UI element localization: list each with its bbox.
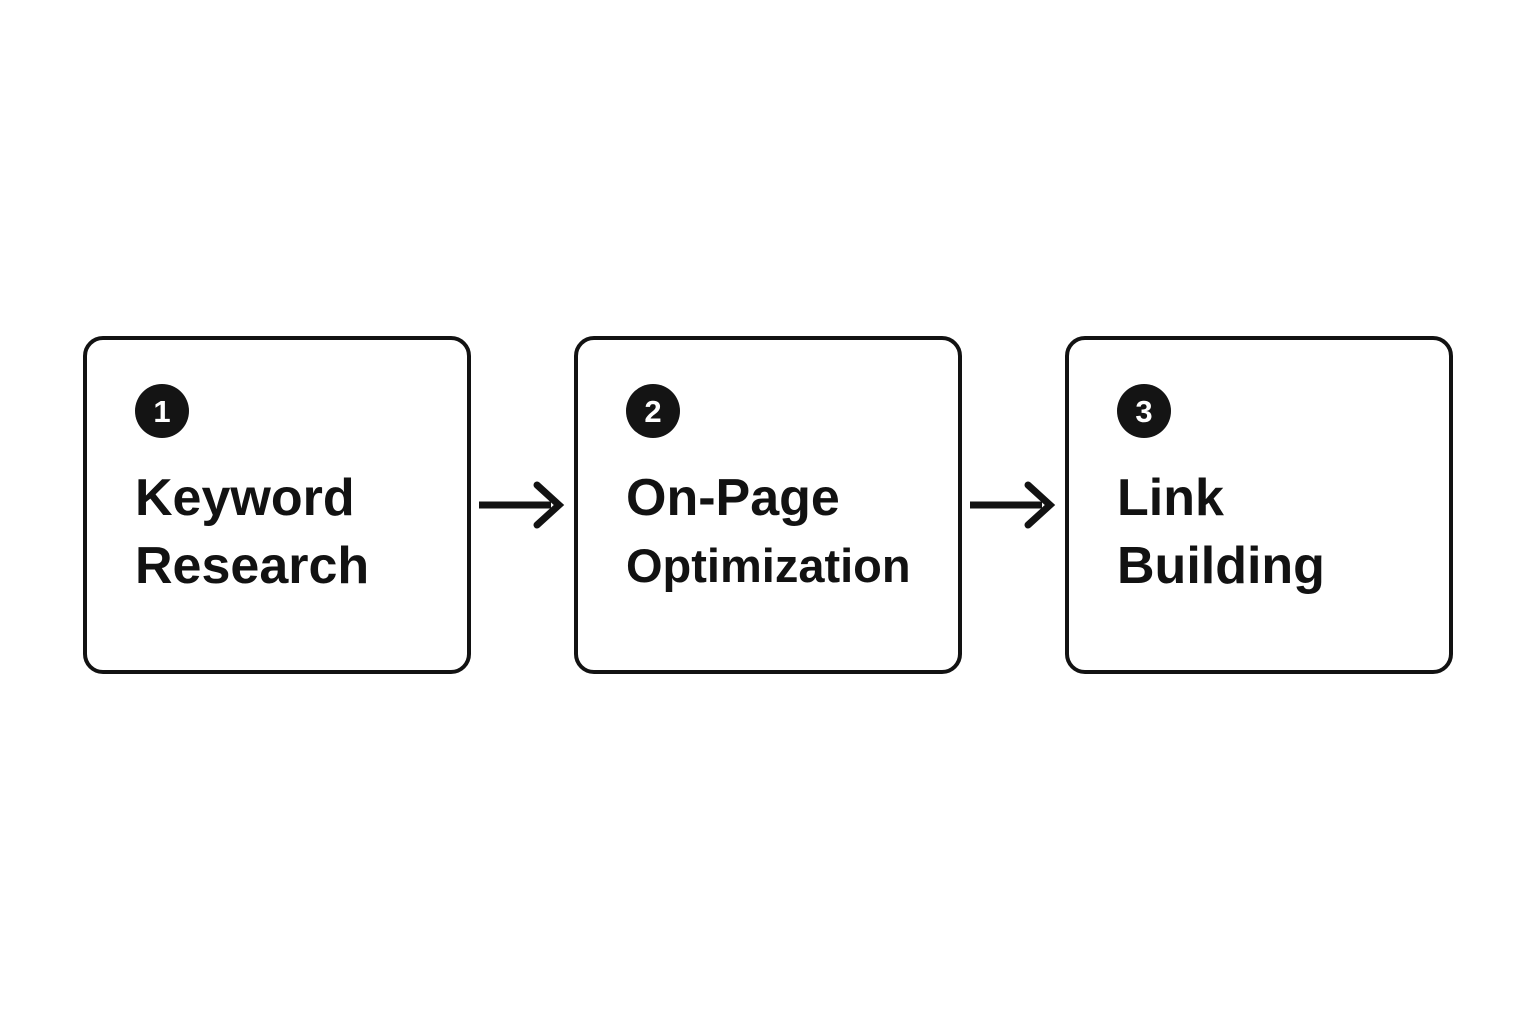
arrow-right-icon [968,479,1060,531]
step-label-3-line2: Building [1117,537,1325,595]
step-label-2: On-Page Optimization [626,464,928,600]
step-label-1-line2: Research [135,537,370,595]
process-step-2[interactable]: 2 On-Page Optimization [574,336,962,674]
step-label-3: Link Building [1117,464,1419,600]
step-number-3: 3 [1135,393,1153,429]
step-label-1-line1: Keyword [135,469,355,527]
step-label-2-line2: Optimization [626,539,911,592]
arrow-right-icon [477,479,569,531]
step-label-3-line1: Link [1117,469,1224,527]
step-label-1: Keyword Research [135,464,437,600]
connector-2-to-3 [962,479,1065,531]
process-step-1[interactable]: 1 Keyword Research [83,336,471,674]
step-number-1: 1 [153,393,171,429]
connector-1-to-2 [471,479,574,531]
process-step-3[interactable]: 3 Link Building [1065,336,1453,674]
step-number-badge-2: 2 [626,384,680,438]
step-number-badge-3: 3 [1117,384,1171,438]
step-number-badge-1: 1 [135,384,189,438]
step-label-2-line1: On-Page [626,469,840,527]
process-flow: 1 Keyword Research 2 On-Page Opt [83,336,1453,674]
step-number-2: 2 [644,393,662,429]
